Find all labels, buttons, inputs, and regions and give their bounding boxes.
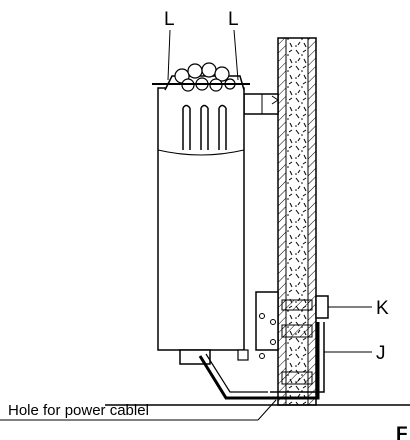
power-cable [198, 355, 268, 400]
k-component [315, 295, 329, 319]
wall [277, 37, 317, 406]
j-conduit [264, 322, 325, 400]
power-cable-inner [205, 353, 268, 393]
stones [164, 62, 245, 92]
l-left-leader [167, 29, 171, 81]
label-l-right: L [228, 9, 239, 30]
top-bracket [243, 93, 279, 115]
label-figure-letter: F [396, 424, 408, 440]
l-right-leader [233, 29, 239, 81]
label-k: K [376, 298, 389, 319]
label-j: J [376, 343, 386, 364]
label-l-left: L [164, 9, 175, 30]
heater-body [157, 87, 249, 365]
power-hole-leader [257, 399, 277, 421]
lower-bracket [255, 291, 279, 359]
label-power-hole: Hole for power cablel [8, 402, 149, 419]
